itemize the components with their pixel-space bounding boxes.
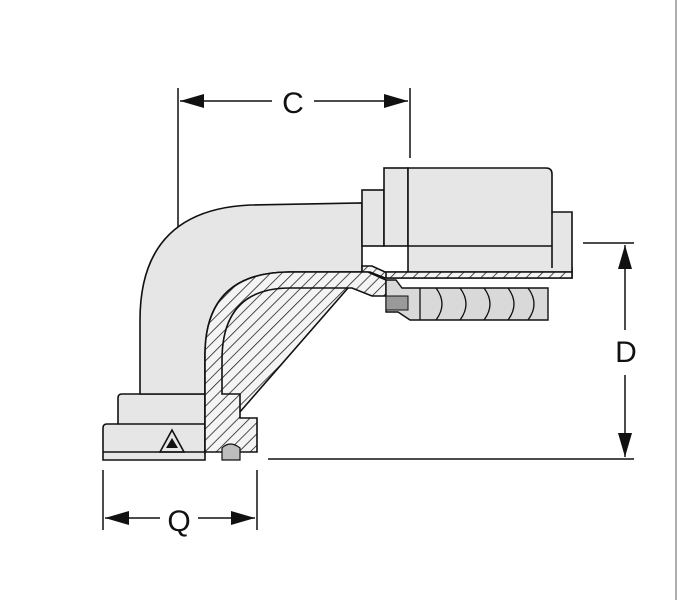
dimension-c: C	[177, 87, 411, 238]
q-label: Q	[167, 505, 190, 538]
d-arrow-top	[618, 245, 632, 269]
manufacturer-logo-icon	[158, 428, 186, 453]
c-label: C	[282, 87, 304, 120]
c-arrow-right	[384, 94, 408, 108]
q-arrow-right	[231, 511, 255, 525]
d-arrow-bottom	[618, 433, 632, 457]
dimension-d: D	[268, 242, 637, 460]
hatched-wall	[204, 271, 387, 453]
collar-ring	[361, 189, 385, 247]
elbow-fitting	[102, 167, 573, 461]
d-label: D	[615, 336, 637, 369]
c-arrow-left	[180, 94, 204, 108]
seal-groove	[221, 443, 241, 461]
ferrule-wall-hatch	[385, 271, 573, 279]
flange-base	[102, 393, 206, 461]
insert-shoulder	[385, 295, 409, 311]
q-arrow-left	[105, 511, 129, 525]
ferrule-socket	[407, 167, 573, 273]
serrations	[419, 287, 535, 321]
hex-section	[383, 167, 409, 247]
insert-bore	[385, 279, 549, 321]
dimension-q: Q	[102, 470, 258, 538]
